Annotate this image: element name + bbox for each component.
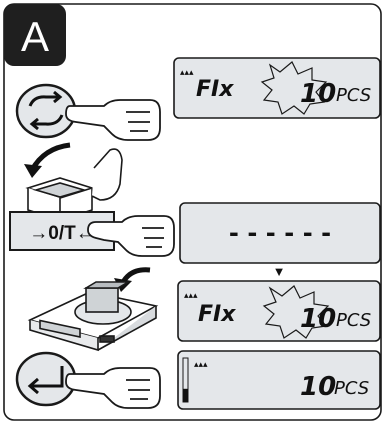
display-step-3: ------ bbox=[179, 202, 381, 264]
down-arrow-marker: ▼ bbox=[273, 264, 286, 279]
panel-frame bbox=[3, 3, 382, 421]
step-4: ▼ ▴▴▴ FIx 10 PCS bbox=[27, 264, 381, 352]
panel-letter-badge: A bbox=[4, 4, 66, 66]
dashes-text: ------ bbox=[227, 219, 338, 247]
zero-tare-key-label: →0/T← bbox=[29, 223, 94, 244]
cycle-arrows-icon bbox=[28, 90, 64, 131]
mode-text: FIx bbox=[196, 77, 234, 102]
count-value: 10 bbox=[300, 304, 336, 334]
pointing-hand-icon bbox=[65, 367, 161, 409]
count-value: 10 bbox=[300, 372, 336, 402]
unit-text: PCS bbox=[336, 85, 371, 106]
pointing-hand-icon bbox=[87, 215, 175, 257]
enter-key[interactable] bbox=[15, 351, 77, 407]
step-1: ▴▴▴ FIx 10 PCS bbox=[15, 57, 381, 141]
stability-indicator: ▴▴▴ bbox=[194, 359, 208, 369]
flash-burst-icon bbox=[260, 61, 328, 115]
display-step-4: ▴▴▴ FIx 10 PCS bbox=[177, 280, 381, 342]
count-value: 10 bbox=[300, 79, 336, 109]
step-2 bbox=[24, 142, 123, 222]
step-3: →0/T← ------ bbox=[9, 202, 381, 264]
panel-letter: A bbox=[21, 13, 49, 60]
stability-indicator: ▴▴▴ bbox=[180, 67, 194, 77]
unit-text: PCS bbox=[336, 310, 371, 331]
curved-arrow-icon bbox=[114, 267, 151, 292]
stability-indicator: ▴▴▴ bbox=[184, 290, 198, 300]
flash-burst-icon bbox=[262, 285, 330, 339]
unit-text: PCS bbox=[334, 378, 369, 399]
curved-arrow-icon bbox=[24, 142, 71, 178]
balance-icon bbox=[27, 281, 159, 352]
level-bar bbox=[182, 357, 189, 403]
step-5: ▴▴▴ 10 PCS bbox=[15, 350, 381, 410]
enter-arrow-icon bbox=[27, 366, 64, 395]
mode-text: FIx bbox=[198, 302, 236, 327]
pointing-hand-icon bbox=[65, 99, 161, 141]
display-step-1: ▴▴▴ FIx 10 PCS bbox=[173, 57, 381, 119]
display-step-5: ▴▴▴ 10 PCS bbox=[177, 350, 381, 410]
